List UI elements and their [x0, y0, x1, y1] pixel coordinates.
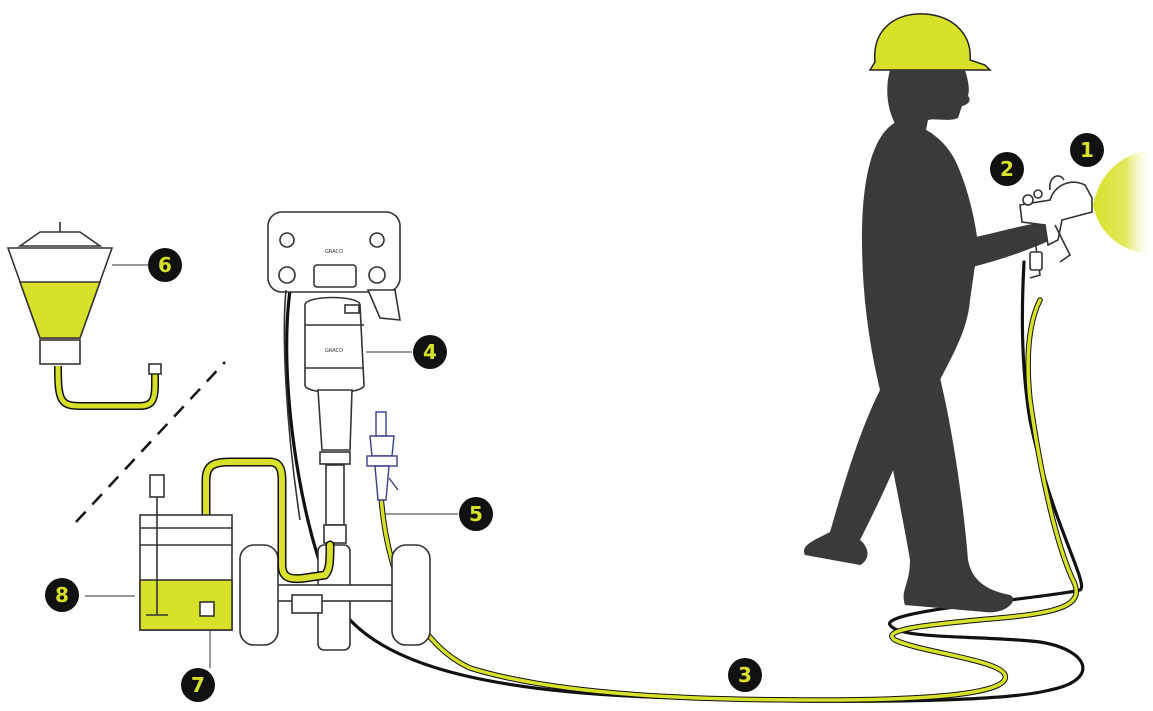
wheel	[239, 544, 279, 646]
pump-brand-label: GRACO	[325, 348, 343, 354]
spray-gun	[1019, 175, 1093, 279]
gravity-hopper	[6, 222, 162, 410]
pressure-gauge-icon	[369, 232, 385, 248]
suction-strainer	[199, 601, 215, 617]
callout-8: 8	[45, 578, 79, 612]
wheel	[391, 544, 431, 646]
callout-4: 4	[413, 335, 447, 369]
suction-hose	[201, 457, 335, 607]
pump-brand-label: GRACO	[325, 249, 343, 255]
control-panel	[267, 211, 401, 293]
callout-3: 3	[728, 658, 762, 692]
worker-silhouette	[804, 13, 1055, 613]
callout-7: 7	[181, 668, 215, 702]
callout-1: 1	[1070, 133, 1104, 167]
pressure-gauge-icon	[279, 232, 295, 248]
divider	[75, 361, 226, 523]
spray-fan	[1093, 150, 1153, 255]
callout-2: 2	[990, 152, 1024, 186]
pump-cart	[239, 211, 431, 651]
callout-6: 6	[148, 248, 182, 282]
paint-pail	[139, 474, 233, 631]
hard-hat-icon	[868, 13, 992, 71]
callout-5: 5	[459, 497, 493, 531]
leader-lines	[85, 264, 458, 668]
fluid-filter	[366, 411, 399, 501]
